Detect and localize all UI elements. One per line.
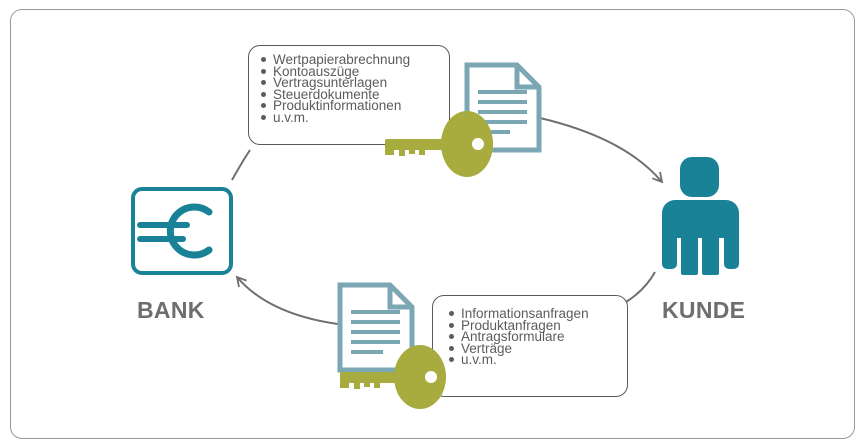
key-icon	[385, 111, 493, 177]
list-item: u.v.m.	[447, 353, 621, 366]
list-item: Informationsanfragen	[447, 307, 621, 320]
arc-bank-to-bubble	[231, 149, 251, 181]
cycle-diagram	[131, 62, 739, 373]
list-item: Produktanfragen	[447, 319, 621, 331]
incoming-documents-list: Informationsanfragen Produktanfragen Ant…	[432, 295, 628, 397]
list-item: Steuerdokumente	[259, 88, 443, 100]
document-icon	[337, 282, 415, 373]
list-item: u.v.m.	[259, 111, 443, 123]
list-item: Vertragsunterlagen	[259, 76, 443, 89]
outgoing-documents-list: Wertpapierabrechnung Kontoauszüge Vertra…	[248, 45, 450, 145]
arrow-to-bank	[235, 275, 346, 326]
list-item: Kontoauszüge	[259, 65, 443, 77]
list-item: Antragsformulare	[447, 330, 621, 343]
kunde-label: KUNDE	[662, 297, 746, 323]
euro-icon	[131, 187, 233, 275]
list-item: Wertpapierabrechnung	[259, 53, 443, 66]
person-icon	[662, 157, 739, 275]
arrow-to-kunde	[539, 117, 664, 184]
key-icon	[340, 345, 446, 409]
list-item: Produktinformationen	[259, 99, 443, 112]
list-item: Verträge	[447, 342, 621, 354]
keys-layer	[340, 111, 493, 409]
arc-kunde-to-bubble	[625, 271, 656, 303]
bank-label: BANK	[137, 297, 205, 323]
